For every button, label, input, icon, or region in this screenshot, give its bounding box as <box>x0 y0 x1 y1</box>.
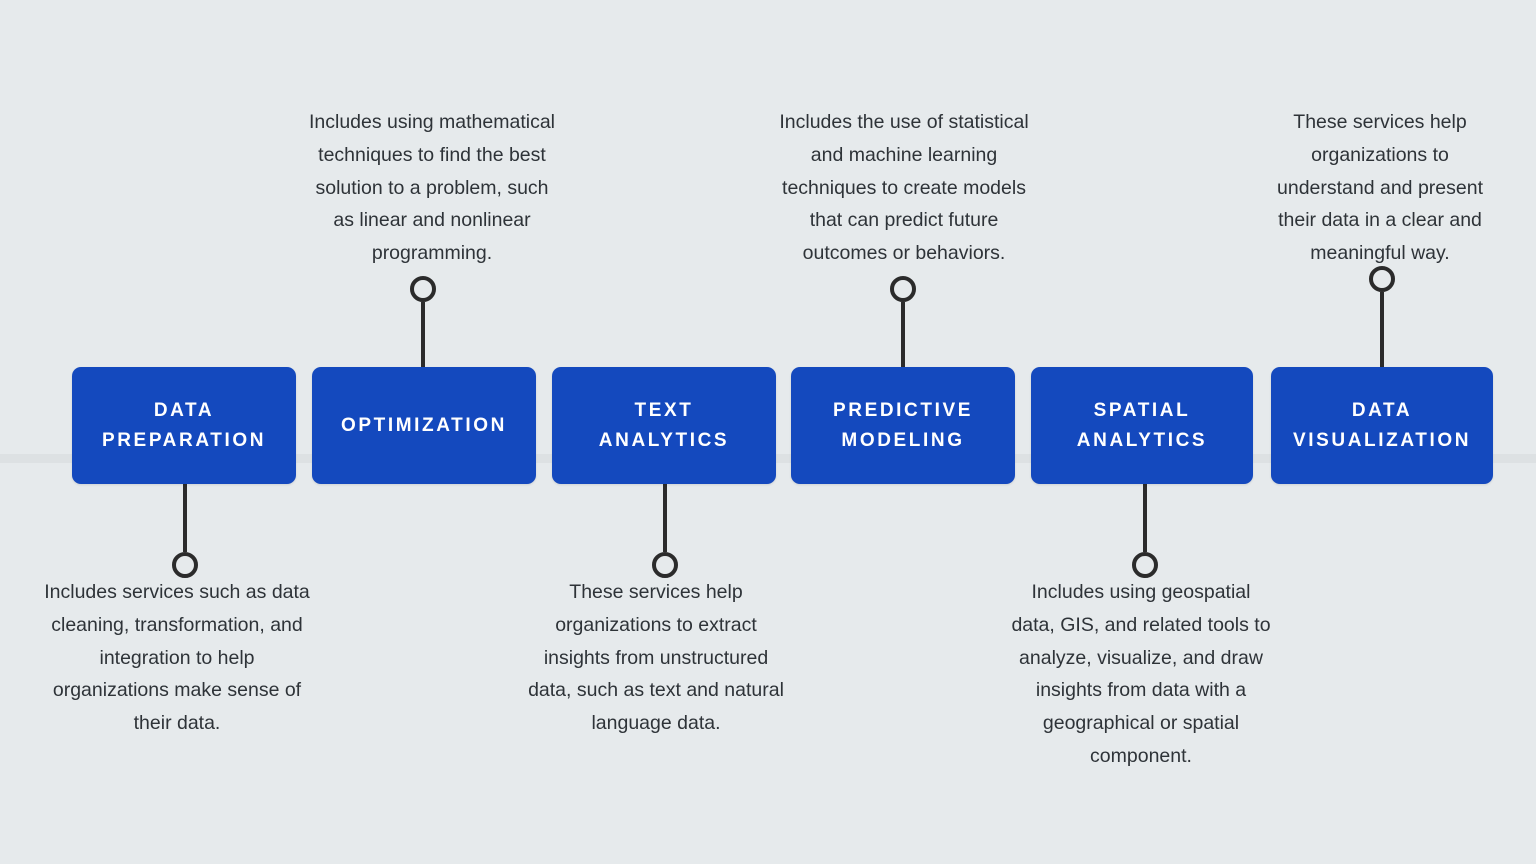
node-label: OPTIMIZATION <box>341 414 507 436</box>
description-predictive-modeling: Includes the use of statistical and mach… <box>779 111 1029 265</box>
connector-stem <box>901 302 905 368</box>
node-text-analytics[interactable]: TEXT ANALYTICS <box>552 367 776 484</box>
connector-knob-icon <box>410 276 436 302</box>
node-data-visualization[interactable]: DATA VISUALIZATION <box>1271 367 1493 484</box>
node-optimization[interactable]: OPTIMIZATION <box>312 367 536 484</box>
connector-knob-icon <box>890 276 916 302</box>
connector-knob-icon <box>1369 266 1395 292</box>
connector-data-visualization <box>1367 266 1397 368</box>
connector-stem <box>1143 483 1147 552</box>
connector-knob-icon <box>1132 552 1158 578</box>
connector-stem <box>183 483 187 552</box>
connector-optimization <box>408 276 438 368</box>
description-data-visualization: These services help organizations to und… <box>1277 111 1483 265</box>
connector-stem <box>1380 292 1384 368</box>
connector-spatial-analytics <box>1130 483 1160 578</box>
node-predictive-modeling[interactable]: PREDICTIVE MODELING <box>791 367 1015 484</box>
connector-predictive-modeling <box>888 276 918 368</box>
node-spatial-analytics[interactable]: SPATIAL ANALYTICS <box>1031 367 1253 484</box>
description-spatial-analytics: Includes using geospatial data, GIS, and… <box>1011 581 1271 767</box>
connector-data-preparation <box>170 483 200 578</box>
description-text-analytics: These services help organizations to ext… <box>528 581 784 735</box>
node-label: PREDICTIVE MODELING <box>832 399 974 451</box>
node-label: DATA PREPARATION <box>101 399 267 451</box>
description-optimization: Includes using mathematical techniques t… <box>308 111 556 265</box>
node-data-preparation[interactable]: DATA PREPARATION <box>72 367 296 484</box>
node-label: SPATIAL ANALYTICS <box>1076 399 1208 451</box>
node-label: TEXT ANALYTICS <box>598 399 730 451</box>
connector-knob-icon <box>172 552 198 578</box>
connector-stem <box>421 302 425 368</box>
connector-text-analytics <box>650 483 680 578</box>
connector-knob-icon <box>652 552 678 578</box>
node-label: DATA VISUALIZATION <box>1292 399 1472 451</box>
connector-stem <box>663 483 667 552</box>
description-data-preparation: Includes services such as data cleaning,… <box>44 581 310 735</box>
